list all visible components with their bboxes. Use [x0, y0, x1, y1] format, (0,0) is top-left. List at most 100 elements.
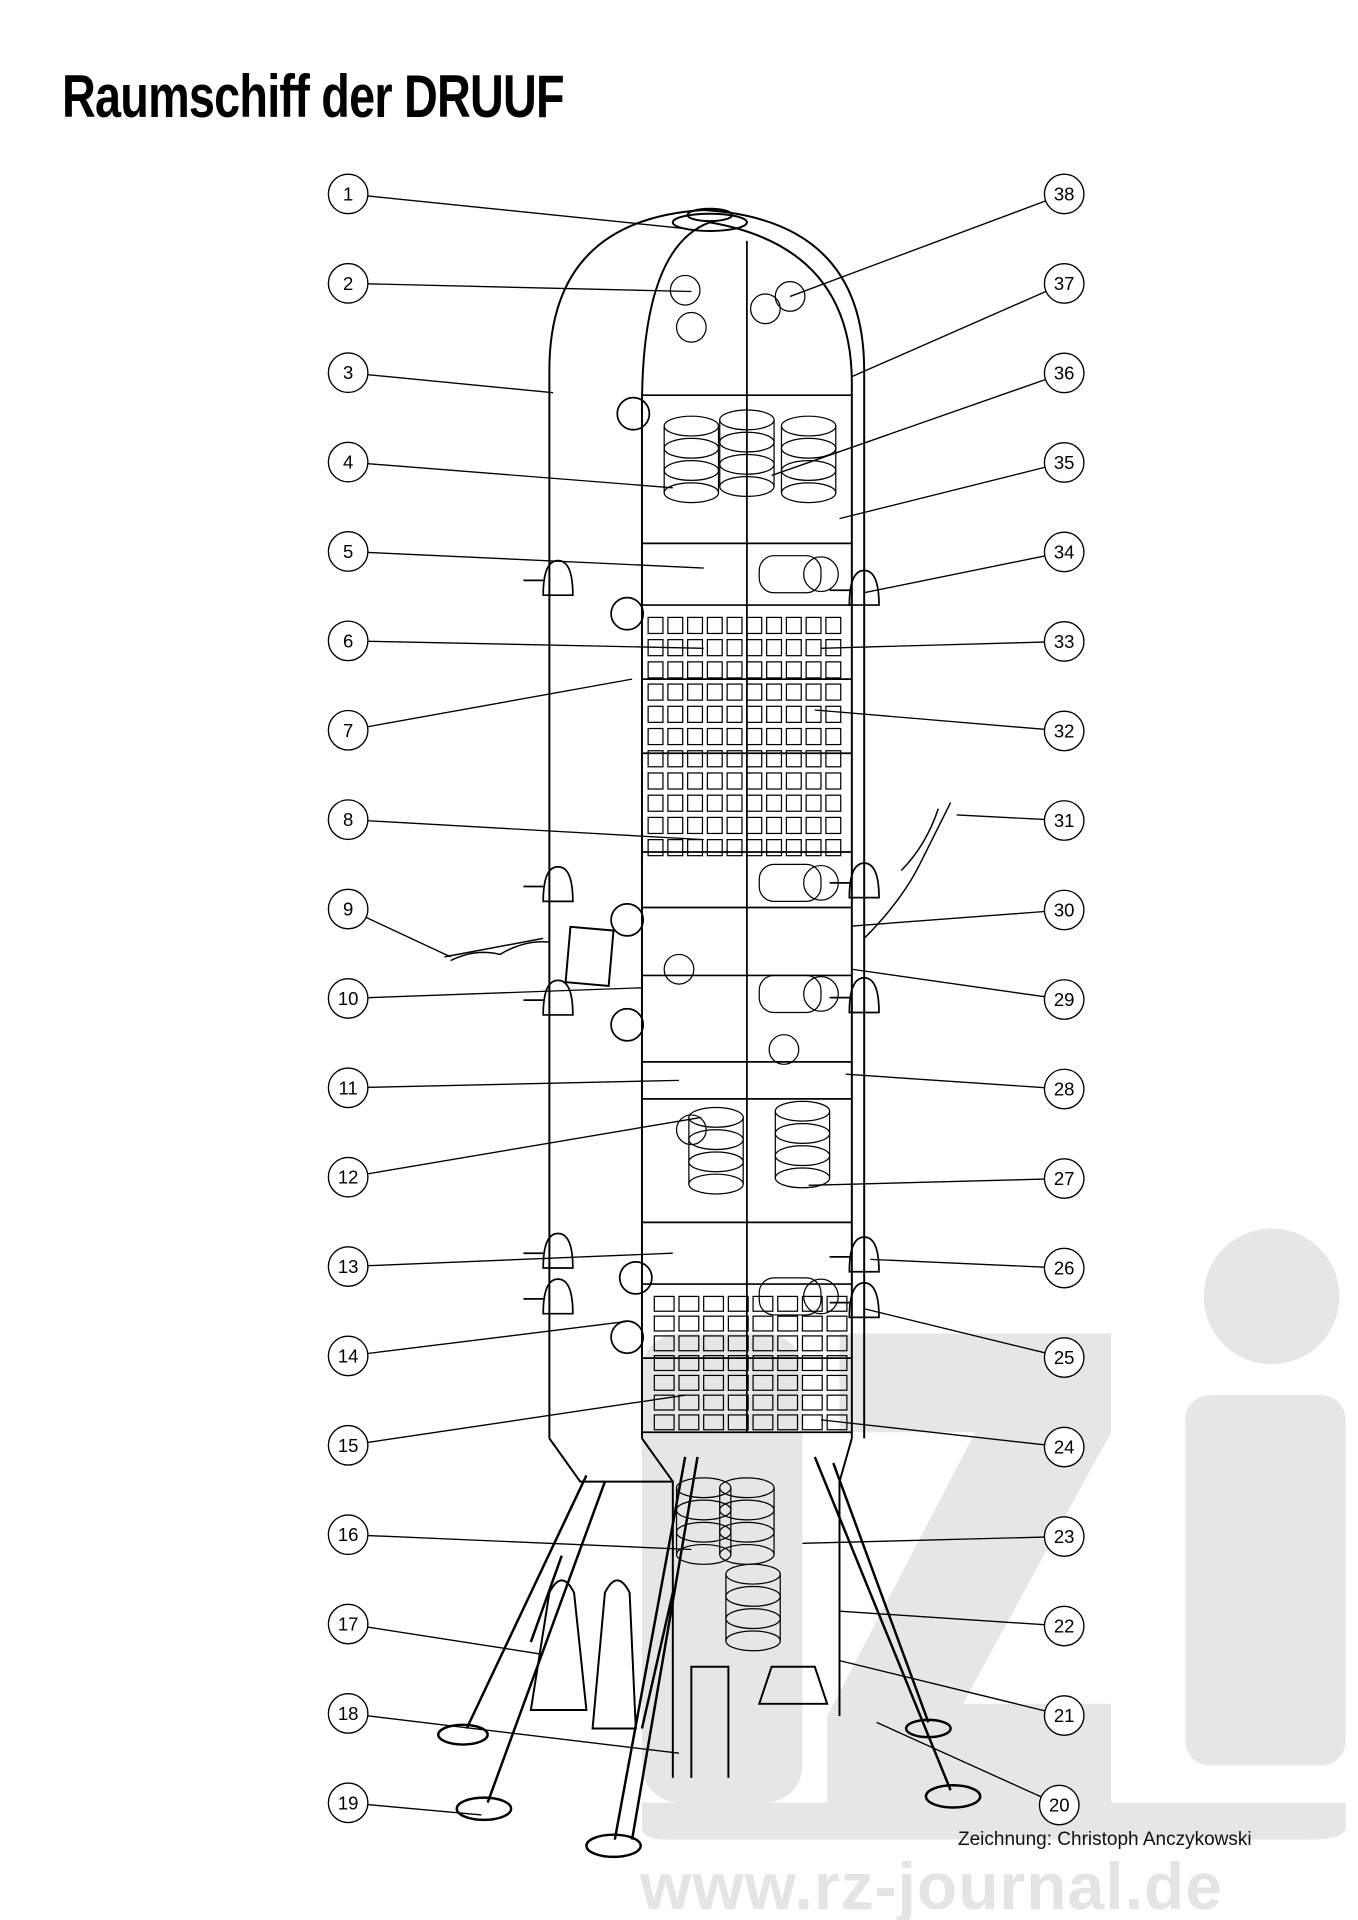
cabin-cell — [825, 705, 842, 723]
cabin-cell — [647, 616, 664, 635]
callout-circle — [327, 709, 369, 751]
cabin-cell — [825, 683, 842, 701]
cabin-cell — [825, 839, 842, 857]
tank-segment — [774, 1100, 831, 1122]
callout-number: 2 — [343, 273, 353, 294]
cabin-cell — [667, 727, 684, 746]
cabin-cell — [667, 750, 684, 768]
cabin-cell — [703, 1394, 725, 1411]
cabin-cell — [653, 1295, 675, 1312]
cabin-cell — [687, 661, 704, 679]
cabin-cell — [706, 750, 723, 768]
engine-unit — [758, 974, 822, 1014]
callout-circle — [1043, 1695, 1085, 1736]
callout-number: 27 — [1054, 1168, 1075, 1189]
cabin-cell — [726, 683, 743, 701]
cabin-cell — [726, 661, 743, 679]
leader-line — [367, 283, 692, 293]
callout-circle — [327, 1782, 369, 1824]
cabin-cell — [746, 727, 763, 746]
callout-7: 7 — [327, 678, 633, 751]
callout-number: 35 — [1054, 452, 1075, 473]
side-pod — [542, 979, 574, 1016]
leader-line — [808, 1178, 1045, 1186]
callout-number: 25 — [1054, 1347, 1075, 1368]
cabin-cell — [678, 1315, 700, 1332]
callout-circle — [327, 1603, 369, 1645]
side-pod — [542, 559, 574, 597]
callout-circle — [327, 977, 369, 1019]
lower-hull — [548, 1437, 673, 1483]
cabin-cell — [667, 772, 684, 790]
cabin-cell — [826, 1295, 848, 1312]
cabin-cell — [766, 683, 783, 701]
callout-circle — [1043, 1605, 1085, 1647]
cabin-cell — [706, 816, 723, 835]
cabin-cell — [678, 1414, 700, 1431]
sphere-tank — [774, 281, 806, 312]
cabin-cell — [825, 794, 842, 812]
callout-26: 26 — [870, 1247, 1085, 1289]
callout-circle — [327, 1514, 369, 1556]
cabin-cell — [746, 750, 763, 768]
side-pod — [542, 1232, 574, 1269]
cabin-cell — [766, 727, 783, 746]
engine-unit — [803, 1278, 839, 1315]
cabin-cell — [825, 661, 842, 679]
leader-line — [839, 1659, 1046, 1712]
callout-23: 23 — [802, 1516, 1085, 1557]
cabin-cell — [785, 839, 802, 857]
engine-unit — [803, 976, 839, 1012]
callout-circle — [327, 531, 369, 572]
engine-unit — [803, 556, 839, 593]
cabin-cell — [752, 1315, 774, 1332]
callout-21: 21 — [839, 1659, 1085, 1736]
leader-line — [864, 1308, 1046, 1354]
cabin-cell — [766, 750, 783, 768]
callout-4: 4 — [327, 441, 673, 489]
leader-line — [802, 1536, 1045, 1545]
callout-number: 17 — [338, 1614, 359, 1635]
top-hatch — [671, 212, 748, 232]
callout-circle — [1043, 1426, 1085, 1468]
cabin-cell — [667, 616, 684, 635]
callout-2: 2 — [327, 262, 692, 304]
cabin-cell — [805, 816, 822, 835]
cabin-cell — [703, 1335, 725, 1352]
leader-line — [367, 195, 686, 230]
callout-28: 28 — [845, 1068, 1085, 1110]
callout-number: 14 — [338, 1345, 359, 1366]
sphere-tank — [768, 1034, 800, 1065]
cabin-cell — [726, 772, 743, 790]
callout-31: 31 — [956, 800, 1085, 841]
callout-circle — [1043, 1068, 1085, 1110]
tank-segment — [780, 482, 837, 504]
callout-circle — [1043, 800, 1085, 841]
callout-3: 3 — [327, 352, 554, 394]
cabin-cell — [746, 705, 763, 723]
leader-line — [367, 1715, 680, 1754]
cabin-cell — [703, 1374, 725, 1391]
leader-line — [851, 968, 1045, 998]
callout-circle — [1043, 621, 1085, 662]
cabin-cell — [746, 639, 763, 657]
cabin-cell — [726, 705, 743, 723]
leader-line — [367, 1079, 680, 1089]
cabin-cell — [653, 1374, 675, 1391]
cabin-cell — [687, 839, 704, 857]
cabin-cell — [805, 705, 822, 723]
cabin-cell — [805, 727, 822, 746]
cabin-cell — [801, 1414, 823, 1431]
cabin-cell — [653, 1315, 675, 1332]
cabin-cell — [726, 616, 743, 635]
cabin-cell — [785, 816, 802, 835]
cabin-cell — [752, 1295, 774, 1312]
cabin-cell — [727, 1355, 749, 1372]
leader-line — [367, 1252, 673, 1267]
porthole — [610, 902, 645, 937]
cabin-cell — [805, 661, 822, 679]
cabin-cell — [785, 794, 802, 812]
cabin-cell — [746, 616, 763, 635]
cabin-cell — [687, 727, 704, 746]
